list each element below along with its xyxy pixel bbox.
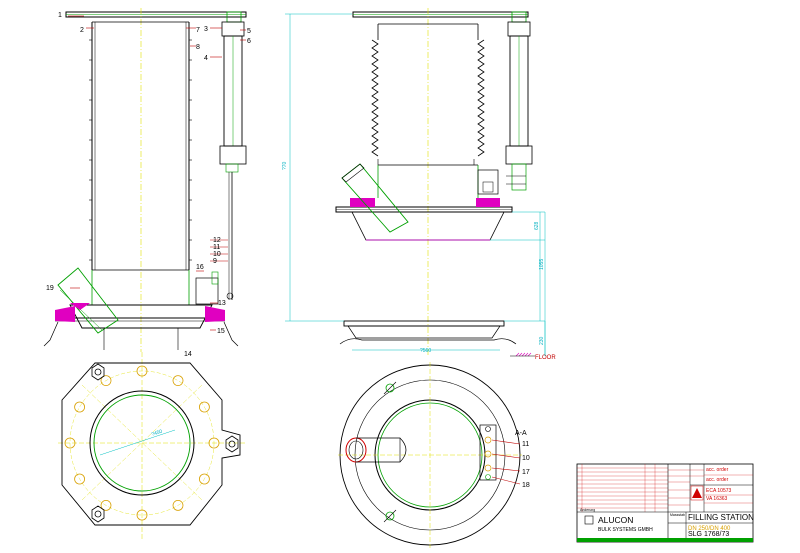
- dim-628: 628: [534, 221, 540, 230]
- floor-label: FLOOR: [535, 355, 556, 361]
- label-5: 5: [247, 28, 251, 35]
- dim-height-total: ?70: [282, 161, 288, 170]
- bolt-hole: [136, 509, 148, 521]
- bolt-hole: [198, 401, 210, 413]
- drawing-title: FILLING STATION: [688, 513, 754, 522]
- label-sec-10: 10: [522, 455, 530, 462]
- label-14: 14: [184, 351, 192, 358]
- flange-plan-view: ?450: [58, 352, 245, 540]
- label-7: 7: [196, 27, 200, 34]
- label-15: 15: [217, 328, 225, 335]
- bolt-hole: [172, 375, 184, 387]
- bolt-hole: [64, 437, 76, 449]
- label-16: 16: [196, 264, 204, 271]
- scale-label: Massstab: [670, 513, 685, 517]
- bolt-hole: [100, 499, 112, 511]
- code-2: VA 16363: [706, 496, 728, 502]
- title-block: ALUCON BULK SYSTEMS GMBH acc. order acc.…: [576, 463, 754, 543]
- label-sec-18: 18: [522, 482, 530, 489]
- label-19: 19: [46, 285, 54, 292]
- bolt-hole: [74, 401, 85, 413]
- drawing-number: SLG 1768/73: [688, 531, 729, 538]
- ref-order-1: acc. order: [706, 467, 729, 473]
- part-labels: 1 2 3 5 6 7 8 4 12 11 10 9 16 13 15 14 1…: [46, 12, 251, 358]
- label-4: 4: [204, 55, 208, 62]
- alucon-logo-icon: [692, 488, 702, 498]
- label-13: 13: [218, 300, 226, 307]
- ref-order-2: acc. order: [706, 477, 729, 483]
- revision-header: Änderung: [580, 508, 595, 512]
- dim-diameter-bottom: ?560: [420, 348, 431, 354]
- bolt-hole: [136, 365, 148, 377]
- label-12: 12: [213, 237, 221, 244]
- label-3: 3: [204, 26, 208, 33]
- section-labels: A-A 11 10 17 18: [515, 430, 530, 489]
- dim-diameter-flange: ?450: [151, 429, 164, 438]
- bolt-hole: [208, 437, 220, 449]
- label-2: 2: [80, 27, 84, 34]
- label-9: 9: [213, 258, 217, 265]
- section-name: A-A: [515, 430, 527, 437]
- bolt-hole: [172, 499, 184, 511]
- bolt-hole: [100, 375, 112, 387]
- code-1: ECA 10573: [706, 488, 732, 494]
- front-view: 1 2 3 5 6 7 8 4 12 11 10 9 16 13 15 14 1…: [43, 8, 251, 358]
- label-10: 10: [213, 251, 221, 258]
- label-8: 8: [196, 44, 200, 51]
- dim-1055: 1055: [539, 259, 545, 270]
- bolt-hole: [198, 473, 210, 485]
- bolt-hole: [74, 473, 85, 485]
- label-6: 6: [247, 38, 251, 45]
- label-sec-11: 11: [522, 441, 529, 448]
- company-name: ALUCON: [598, 515, 633, 525]
- company-logo-icon: [584, 515, 594, 525]
- label-sec-17: 17: [522, 469, 530, 476]
- dim-230: 230: [539, 336, 545, 345]
- label-11: 11: [213, 244, 220, 251]
- side-view: ?560 FLOOR ?70 628 1055 230: [282, 8, 556, 361]
- drawing-subtitle: DN 250/DN 400: [688, 526, 731, 532]
- label-1: 1: [58, 12, 62, 19]
- company-subtitle: BULK SYSTEMS GMBH: [598, 527, 653, 533]
- section-plan-view: A-A 11 10 17 18: [338, 362, 530, 548]
